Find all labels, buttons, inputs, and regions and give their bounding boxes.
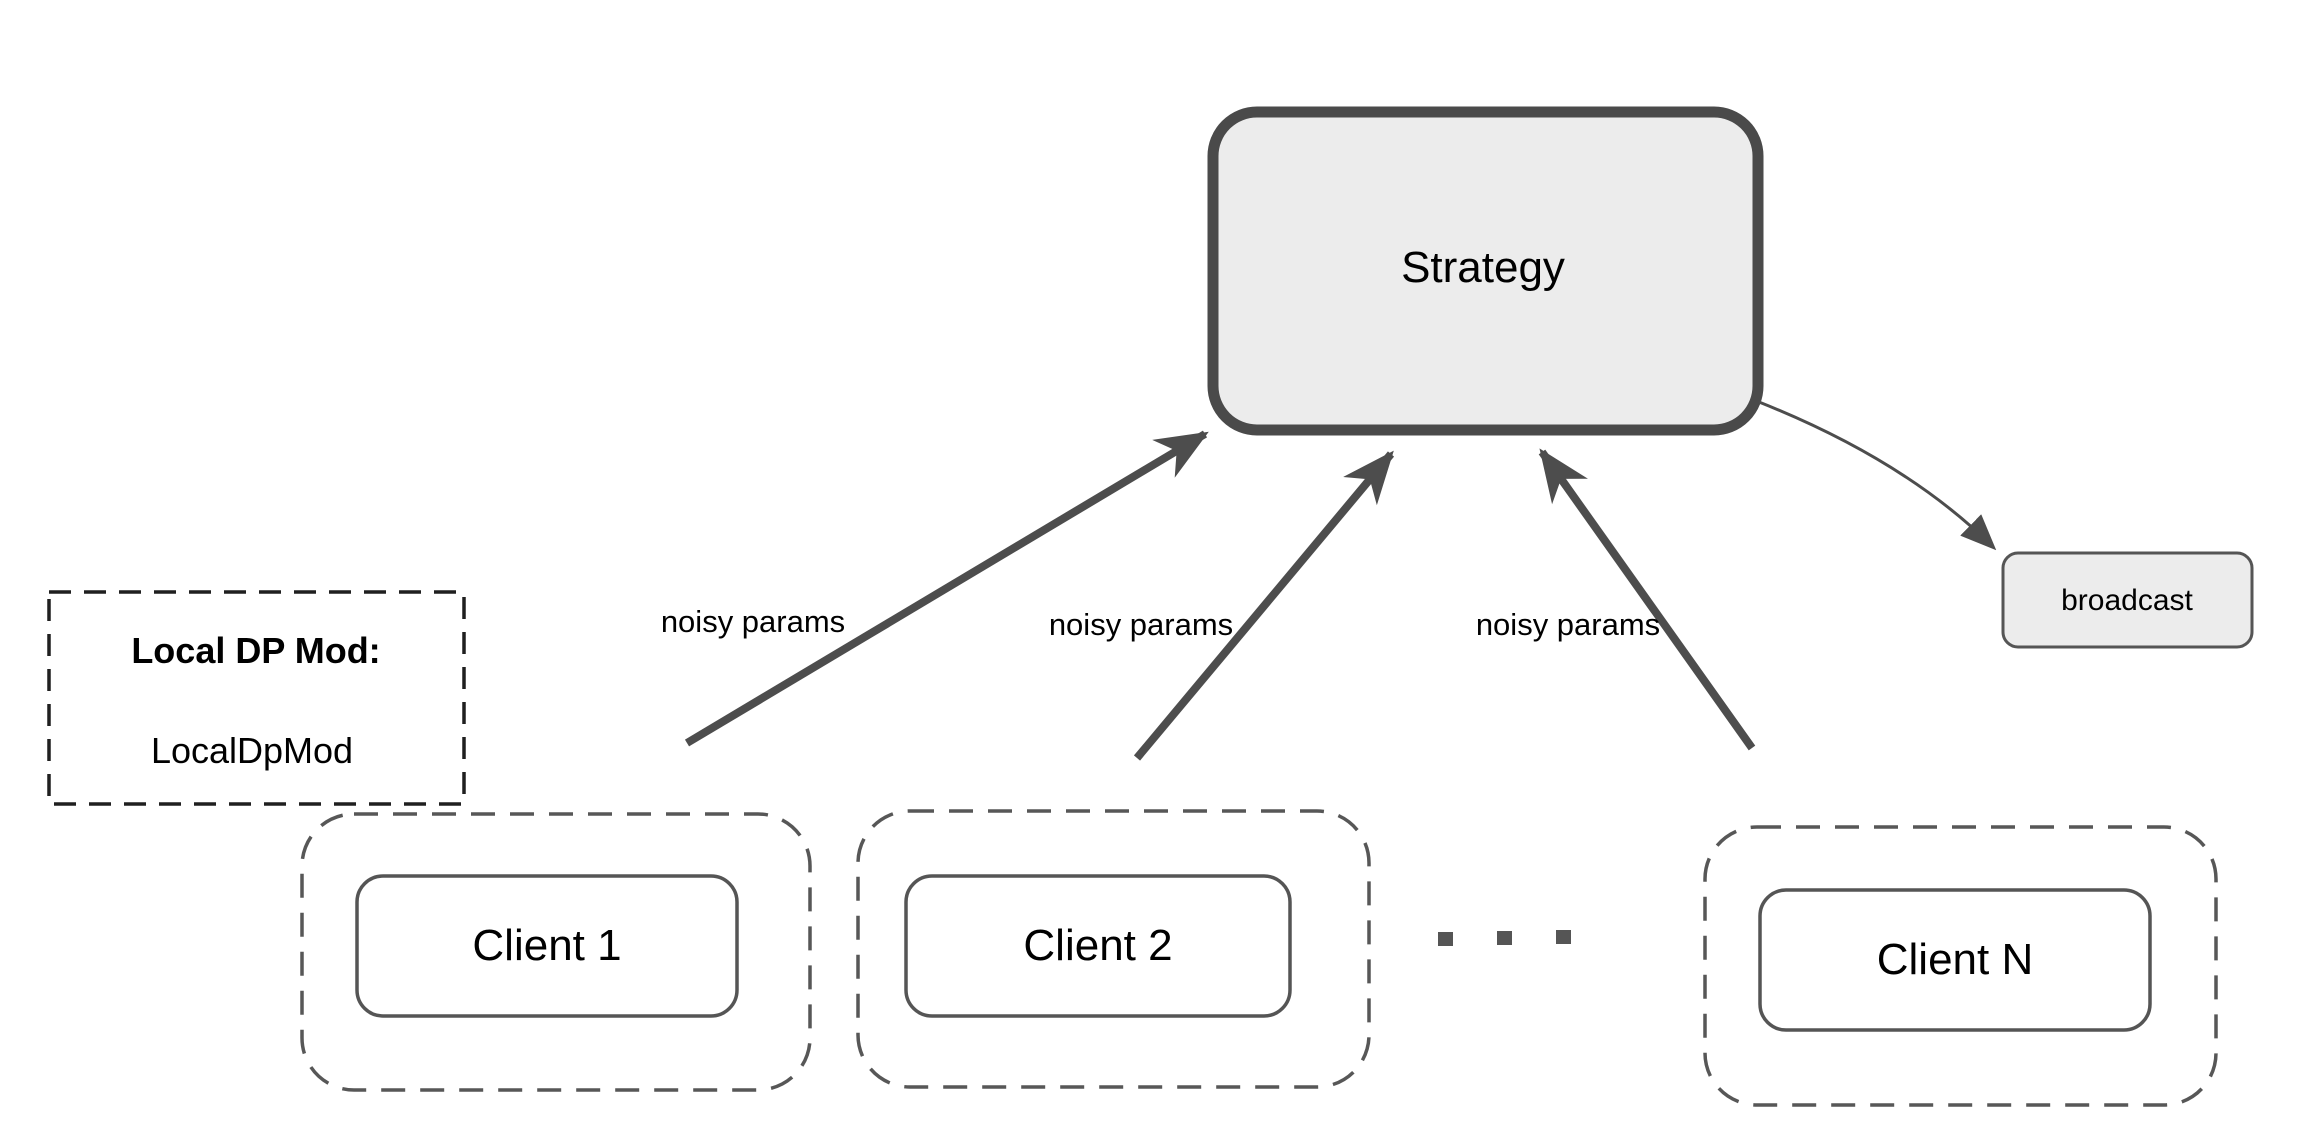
arrow-client2-to-strategy bbox=[1133, 450, 1395, 761]
edge-label-noisy-params-2: noisy params bbox=[1048, 607, 1234, 642]
client-2-label: Client 2 bbox=[1023, 921, 1173, 970]
client-n-label: Client N bbox=[1876, 935, 2034, 984]
edge-label-noisy-params-1: noisy params bbox=[660, 604, 846, 639]
broadcast-node bbox=[2001, 551, 2254, 649]
strategy-node bbox=[1207, 106, 1764, 436]
client-1-node bbox=[355, 874, 739, 1018]
local-dp-mod-value: LocalDpMod bbox=[150, 730, 354, 771]
client-2-node bbox=[904, 874, 1292, 1018]
client-1-label: Client 1 bbox=[472, 921, 622, 970]
strategy-label: Strategy bbox=[1401, 243, 1565, 292]
edge-label-noisy-params-3: noisy params bbox=[1475, 607, 1661, 642]
local-dp-mod-box bbox=[47, 590, 466, 806]
client-n-node bbox=[1758, 888, 2152, 1032]
broadcast-label: broadcast bbox=[2061, 584, 2193, 617]
ellipsis-dots-icon bbox=[1438, 930, 1571, 946]
arrow-client1-to-strategy bbox=[684, 430, 1209, 747]
arrow-clientN-to-strategy bbox=[1538, 448, 1756, 751]
arrow-strategy-to-broadcast bbox=[1758, 400, 1997, 551]
local-dp-mod-title: Local DP Mod: bbox=[131, 630, 381, 671]
